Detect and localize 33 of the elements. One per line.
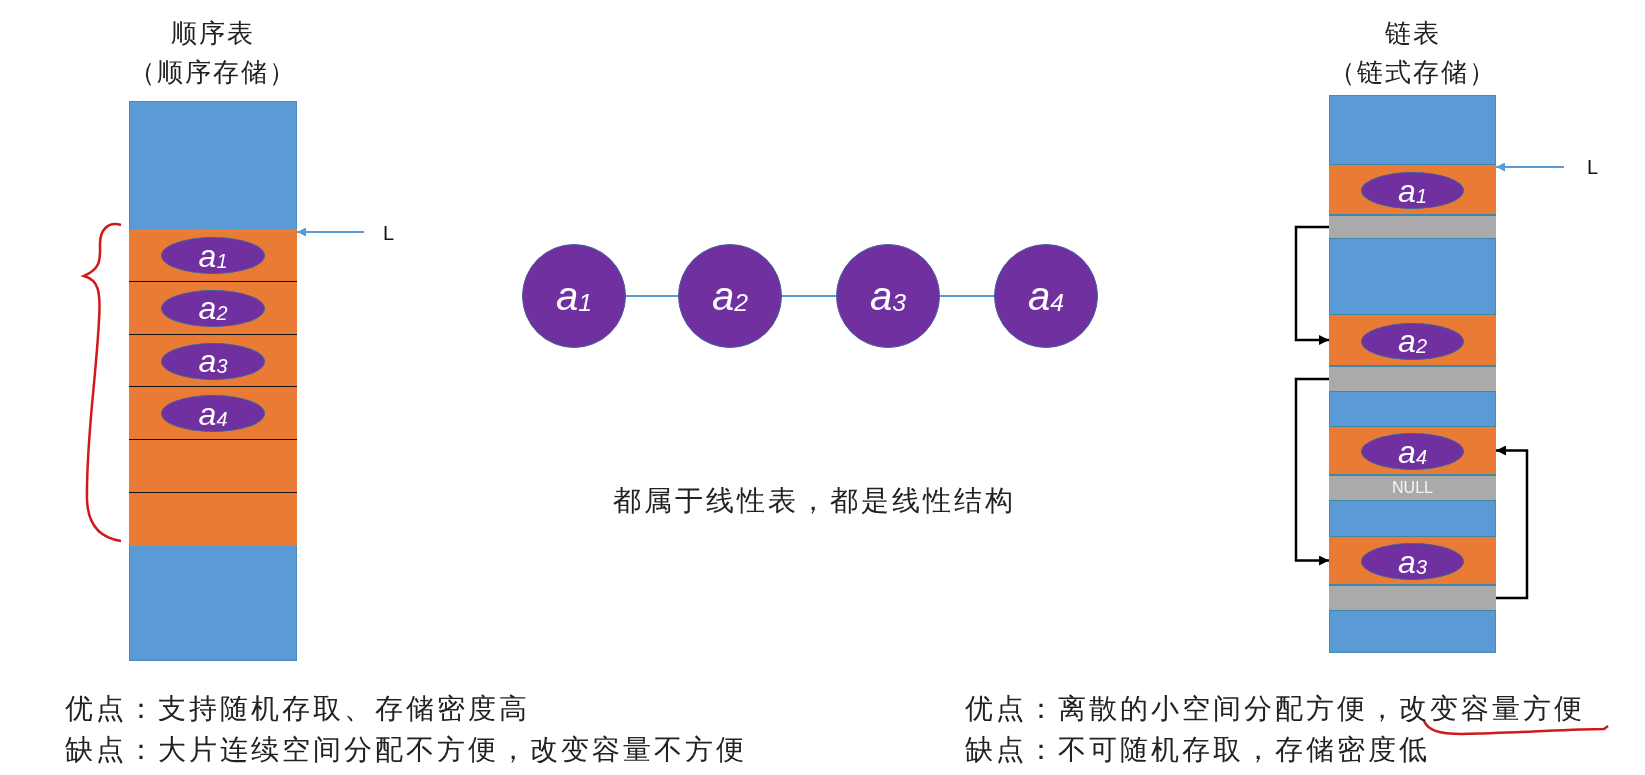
column-subheading: （链式存储） xyxy=(1327,57,1498,89)
memory-cell xyxy=(1329,426,1496,475)
connector-line xyxy=(781,295,837,297)
arrow xyxy=(296,227,365,237)
arrow xyxy=(1294,225,1329,345)
memory-cell xyxy=(129,387,297,441)
arrow xyxy=(1294,377,1329,566)
column-heading: 顺序表 xyxy=(170,18,256,50)
memory-cell xyxy=(1329,164,1496,215)
memory-cell xyxy=(1329,536,1496,585)
note-text: 缺点：大片连续空间分配不方便，改变容量不方便 xyxy=(65,733,747,767)
memory-cell xyxy=(1329,314,1496,366)
arrow xyxy=(1495,162,1565,172)
connector-line xyxy=(625,295,679,297)
note-text: 缺点：不可随机存取，存储密度低 xyxy=(965,733,1430,767)
column-heading: 链表 xyxy=(1383,18,1442,50)
pointer-label: L xyxy=(1564,154,1598,180)
pointer-cell xyxy=(1329,366,1496,392)
arrow xyxy=(1496,445,1529,600)
memory-cell xyxy=(129,493,297,546)
note-text: 优点：离散的小空间分配方便，改变容量方便 xyxy=(965,692,1585,726)
summary-text: 都属于线性表，都是线性结构 xyxy=(612,484,1016,518)
memory-cell xyxy=(129,281,297,335)
memory-cell xyxy=(129,440,297,493)
pointer-cell: NULL xyxy=(1329,475,1496,501)
connector-line xyxy=(939,295,995,297)
column-subheading: （顺序存储） xyxy=(128,57,298,89)
pointer-label: L xyxy=(364,220,394,246)
note-text: 优点：支持随机存取、存储密度高 xyxy=(65,692,530,726)
pointer-cell xyxy=(1329,215,1496,239)
memory-cell xyxy=(129,334,297,388)
pointer-cell xyxy=(1329,585,1496,611)
memory-cell xyxy=(129,229,297,282)
